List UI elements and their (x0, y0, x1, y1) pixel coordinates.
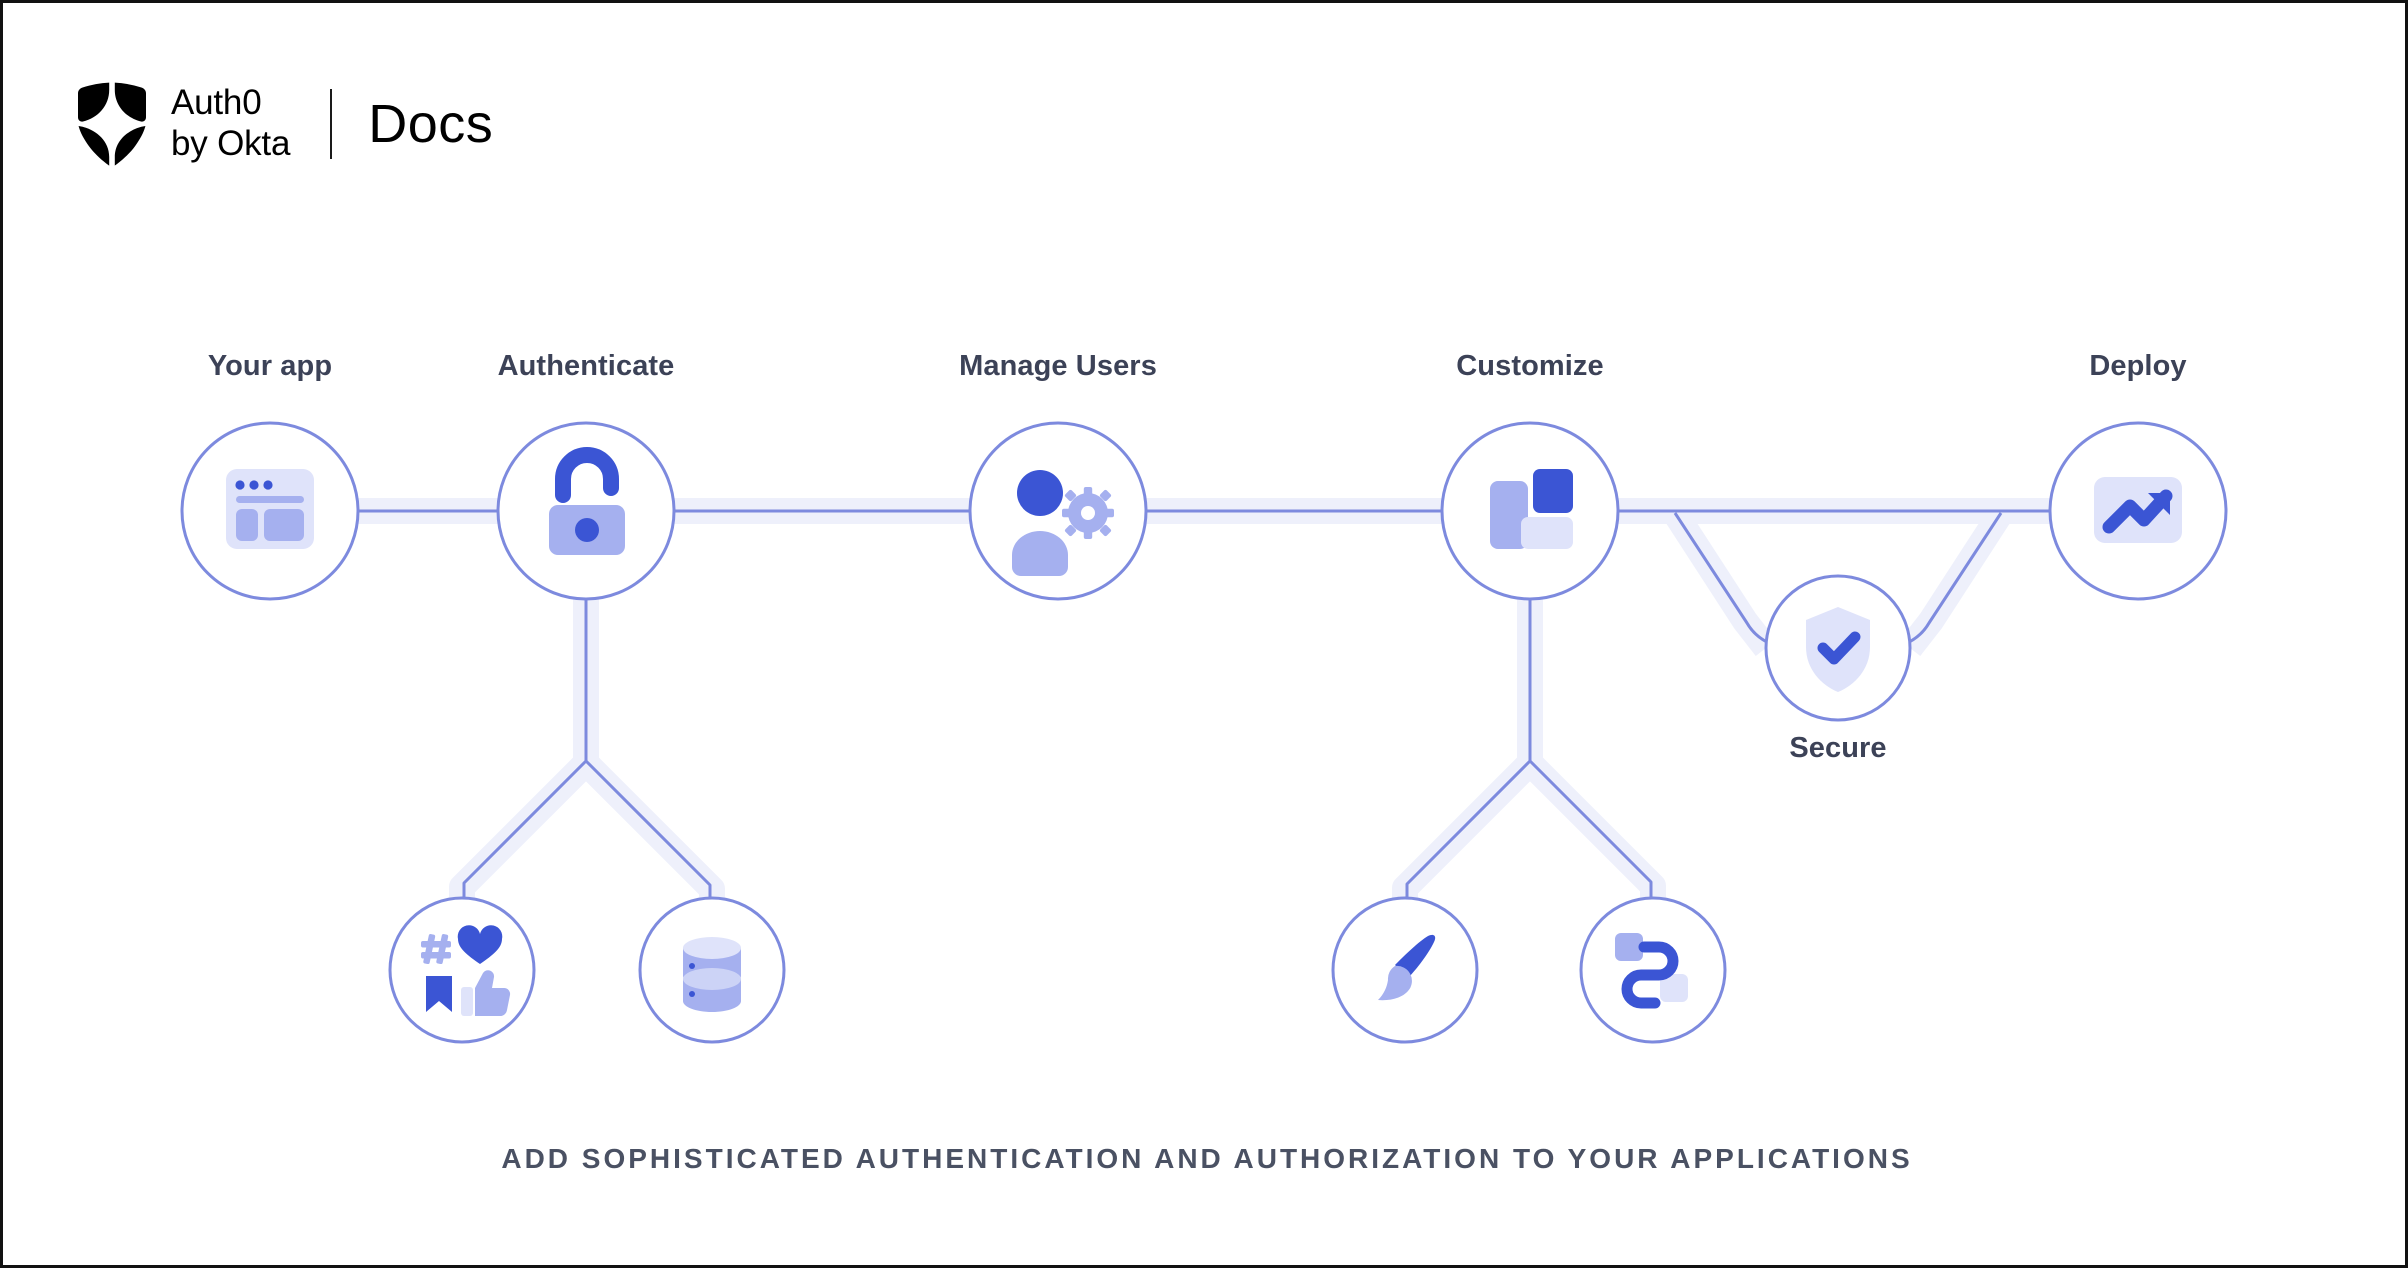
architecture-diagram: Your app Authenticate Ma (180, 350, 2228, 1174)
social-reactions-icon (421, 925, 511, 1017)
node-manage-users[interactable]: Manage Users (959, 350, 1157, 601)
node-flows[interactable] (1579, 896, 1727, 1044)
node-label-deploy: Deploy (2089, 350, 2186, 382)
node-deploy[interactable]: Deploy (2048, 350, 2228, 601)
user-gear-icon (1012, 470, 1114, 576)
halo-authenticate-database (573, 599, 725, 902)
node-label-secure: Secure (1789, 732, 1886, 764)
node-circle-social[interactable] (388, 896, 536, 1044)
browser-window-icon (226, 469, 314, 549)
brand-name-line1: Auth0 (171, 83, 262, 123)
node-your-app[interactable]: Your app (180, 350, 360, 601)
database-icon (683, 937, 741, 1012)
node-social[interactable] (388, 896, 536, 1044)
brand-divider (330, 89, 333, 159)
halo-customize-branding (1392, 599, 1543, 901)
paintbrush-icon (1378, 934, 1436, 1001)
line-customize-flows (1528, 599, 1653, 899)
halo-authenticate-social (449, 599, 599, 900)
halo-customize-flows (1517, 599, 1666, 899)
auth0-shield-icon (78, 82, 146, 166)
line-authenticate-database (584, 599, 712, 899)
diagram-caption: ADD SOPHISTICATED AUTHENTICATION AND AUT… (501, 1143, 1912, 1174)
shield-check-icon (1806, 607, 1870, 692)
node-label-manage-users: Manage Users (959, 350, 1157, 382)
trending-up-icon (2094, 477, 2182, 543)
unlock-icon (549, 447, 625, 555)
node-secure[interactable]: Secure (1764, 574, 1912, 764)
node-label-your-app: Your app (208, 350, 332, 382)
docs-title: Docs (368, 94, 494, 154)
node-label-authenticate: Authenticate (498, 350, 675, 382)
node-branding[interactable] (1331, 896, 1479, 1044)
node-database[interactable] (638, 896, 786, 1044)
brand-wordmark: Auth0 by Okta (171, 83, 290, 164)
brand-header: Auth0 by Okta Docs (75, 81, 493, 167)
node-authenticate[interactable]: Authenticate (496, 350, 676, 601)
brand-name-line2: by Okta (171, 124, 291, 163)
node-circle-customize[interactable] (1440, 421, 1620, 601)
node-label-customize: Customize (1456, 350, 1604, 382)
layout-blocks-icon (1490, 469, 1573, 549)
connector-lines (358, 509, 2050, 899)
node-customize[interactable]: Customize (1440, 350, 1620, 601)
flow-connector-icon (1615, 933, 1688, 1009)
